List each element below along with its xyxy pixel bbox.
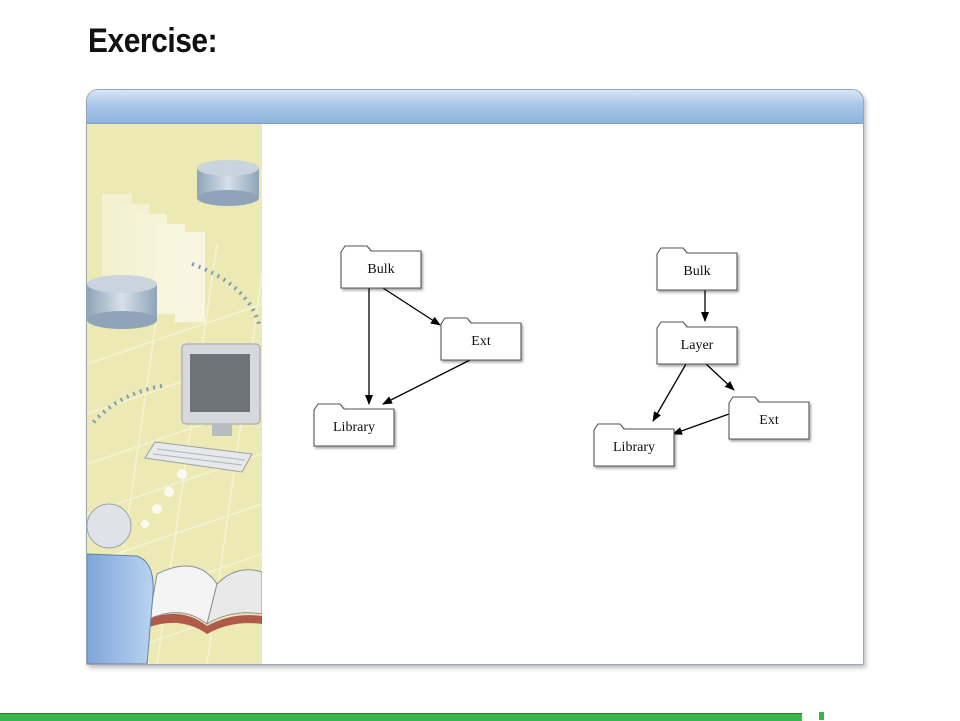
folder-node-r-bulk: Bulk <box>656 247 738 291</box>
folder-icon <box>593 423 675 467</box>
folder-icon <box>440 317 522 361</box>
database-icon <box>197 160 259 206</box>
folder-node-l-library: Library <box>313 403 395 447</box>
folder-icon <box>728 396 810 440</box>
keyboard-icon <box>144 441 253 473</box>
dependency-arrow-l-bulk-to-l-ext <box>382 287 441 326</box>
dependency-arrow-l-ext-to-l-library <box>382 359 471 405</box>
folder-node-l-ext: Ext <box>440 317 522 361</box>
node-label: Bulk <box>367 262 394 277</box>
folder-node-l-bulk: Bulk <box>340 245 422 289</box>
slide-title: Exercise: <box>88 22 218 60</box>
node-label: Library <box>333 420 375 435</box>
folder-icon <box>340 245 422 289</box>
folder-node-r-library: Library <box>593 423 675 467</box>
folder-icon <box>656 321 738 365</box>
folder-node-r-ext: Ext <box>728 396 810 440</box>
decorative-illustration <box>87 124 262 664</box>
database-icon <box>87 275 157 329</box>
content-panel <box>86 89 864 665</box>
panel-header-bar <box>87 90 863 124</box>
open-book-icon <box>148 565 262 634</box>
node-label: Layer <box>681 338 714 353</box>
dependency-arrow-r-layer-to-r-ext <box>705 363 735 391</box>
node-label: Ext <box>759 413 779 428</box>
node-label: Bulk <box>683 264 710 279</box>
footer-marker <box>819 712 824 720</box>
folder-node-r-layer: Layer <box>656 321 738 365</box>
footer-bar <box>0 713 802 721</box>
node-label: Ext <box>471 334 491 349</box>
node-label: Library <box>613 440 655 455</box>
dependency-arrow-r-layer-to-r-library <box>652 363 687 422</box>
folder-icon <box>656 247 738 291</box>
person-icon <box>87 503 154 664</box>
folder-icon <box>313 403 395 447</box>
computer-monitor-icon <box>181 343 261 436</box>
dependency-arrow-r-ext-to-r-library <box>672 413 730 435</box>
